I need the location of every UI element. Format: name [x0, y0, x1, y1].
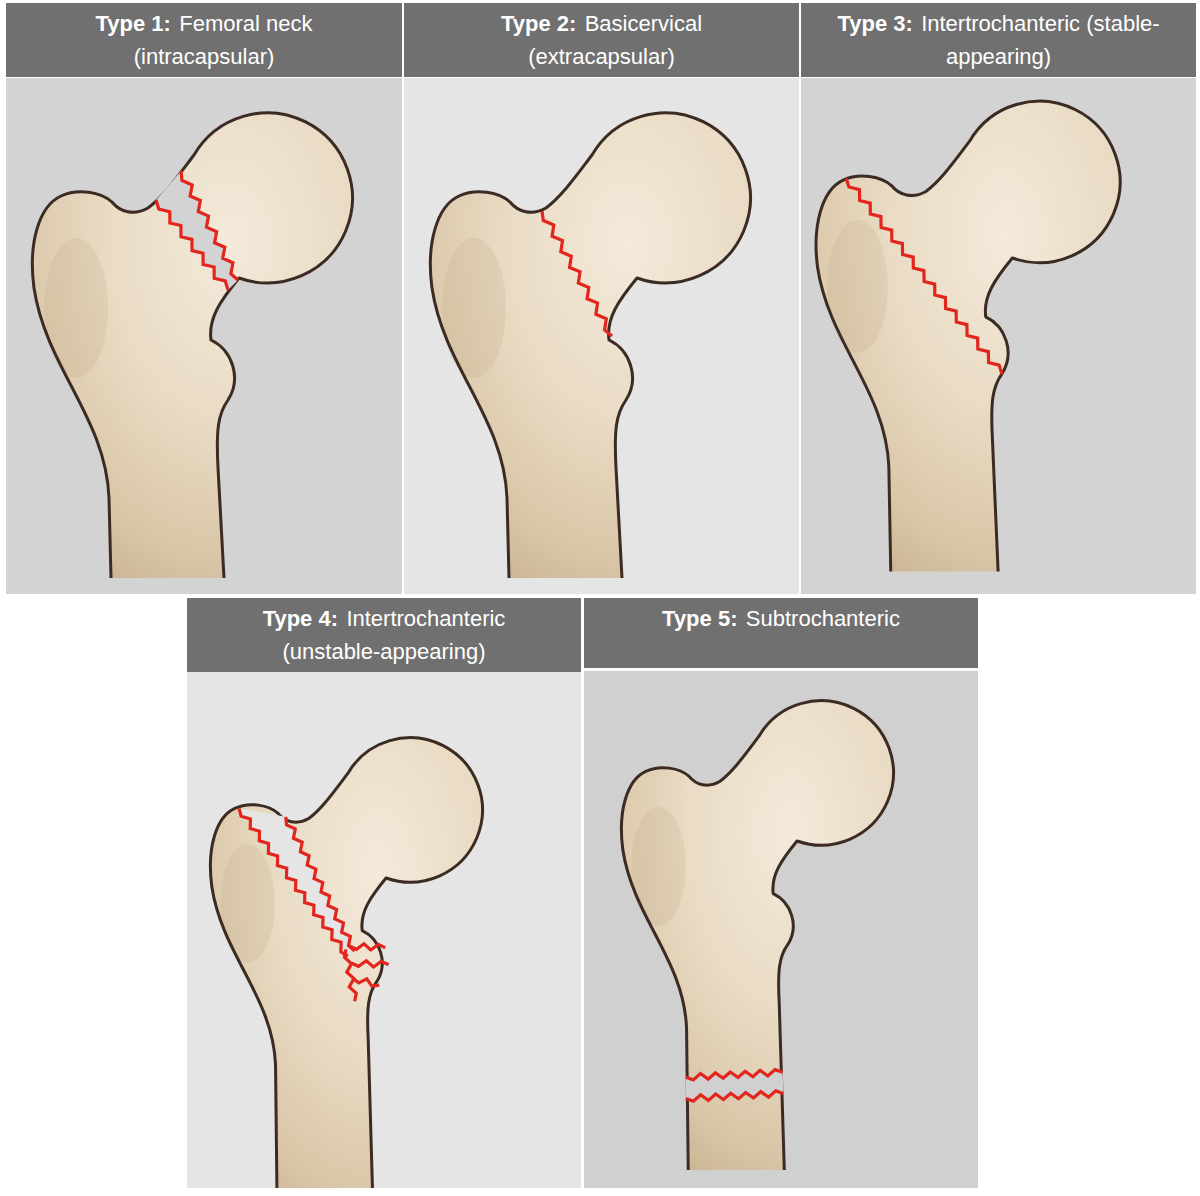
- trochanter-shade: [220, 844, 274, 963]
- type-label: Type 3:: [837, 11, 912, 36]
- header-text: Type 3: Intertrochanteric (stable-appeari…: [834, 7, 1164, 73]
- fracture-panel: [404, 78, 799, 594]
- femur-outline: [430, 113, 750, 578]
- type-label: Type 1:: [95, 11, 170, 36]
- fracture-line: [156, 200, 228, 290]
- femur-fill: [816, 101, 1120, 571]
- panel-ground: [6, 78, 402, 594]
- fracture-line: [181, 171, 238, 280]
- trochanter-shade: [631, 807, 685, 926]
- header-band: Type 1:Femoral neck (intracapsular): [6, 3, 402, 77]
- trochanter-shade: [827, 220, 888, 353]
- fracture-line: [542, 211, 612, 336]
- femur-figure: [621, 701, 893, 1170]
- fracture-line: [353, 978, 379, 986]
- femur-fill: [621, 701, 893, 1170]
- type-label: Type 5:: [662, 606, 737, 631]
- panel-ground: [404, 78, 799, 594]
- fracture-line: [350, 944, 386, 950]
- fracture-name: Intertrochanteric (stable-appearing): [921, 11, 1159, 69]
- header-band: Type 2:Basicervical (extracapsular): [404, 3, 799, 77]
- header-text: Type 2:Basicervical (extracapsular): [437, 7, 767, 73]
- type-label: Type 4:: [263, 606, 338, 631]
- type-label: Type 2:: [501, 11, 576, 36]
- fracture-panel: [187, 671, 581, 1188]
- header-band: Type 5: Subtrochanteric: [584, 598, 978, 668]
- trochanter-shade: [442, 238, 506, 378]
- header-band: Type 3: Intertrochanteric (stable-appeari…: [801, 3, 1196, 77]
- fracture-line: [846, 178, 1002, 374]
- fracture-line: [286, 817, 355, 951]
- femur-figure: [816, 101, 1120, 571]
- fracture-panel: [584, 671, 978, 1188]
- femur-figure: [430, 113, 750, 578]
- fracture-name: Subtrochanteric: [746, 606, 900, 631]
- fracture-panel: [801, 78, 1196, 594]
- fracture-gap: [686, 1070, 784, 1102]
- trochanter-shade: [44, 238, 108, 378]
- fracture-gap: [156, 171, 238, 290]
- femur-fill: [210, 738, 482, 1188]
- femur-outline: [621, 701, 893, 1170]
- femur-fill: [430, 113, 750, 578]
- femur-figure: [210, 738, 482, 1188]
- fracture-panel: [6, 78, 402, 594]
- femur-outline: [816, 101, 1120, 571]
- header-text: Type 5: Subtrochanteric: [616, 602, 946, 635]
- fracture-gap: [239, 808, 355, 956]
- fracture-line: [686, 1091, 784, 1101]
- panel-ground: [801, 78, 1196, 594]
- femur-figure: [32, 113, 352, 578]
- femur-fill: [32, 113, 352, 578]
- fracture-line: [344, 949, 356, 1001]
- fracture-line: [351, 961, 388, 967]
- header-text: Type 4:Intertrochanteric (unstable-appea…: [219, 602, 549, 668]
- panel-ground: [584, 671, 978, 1188]
- header-text: Type 1:Femoral neck (intracapsular): [39, 7, 369, 73]
- fracture-line: [686, 1070, 783, 1080]
- femur-outline: [210, 738, 482, 1188]
- femur-outline: [32, 113, 352, 578]
- header-band: Type 4:Intertrochanteric (unstable-appea…: [187, 598, 581, 672]
